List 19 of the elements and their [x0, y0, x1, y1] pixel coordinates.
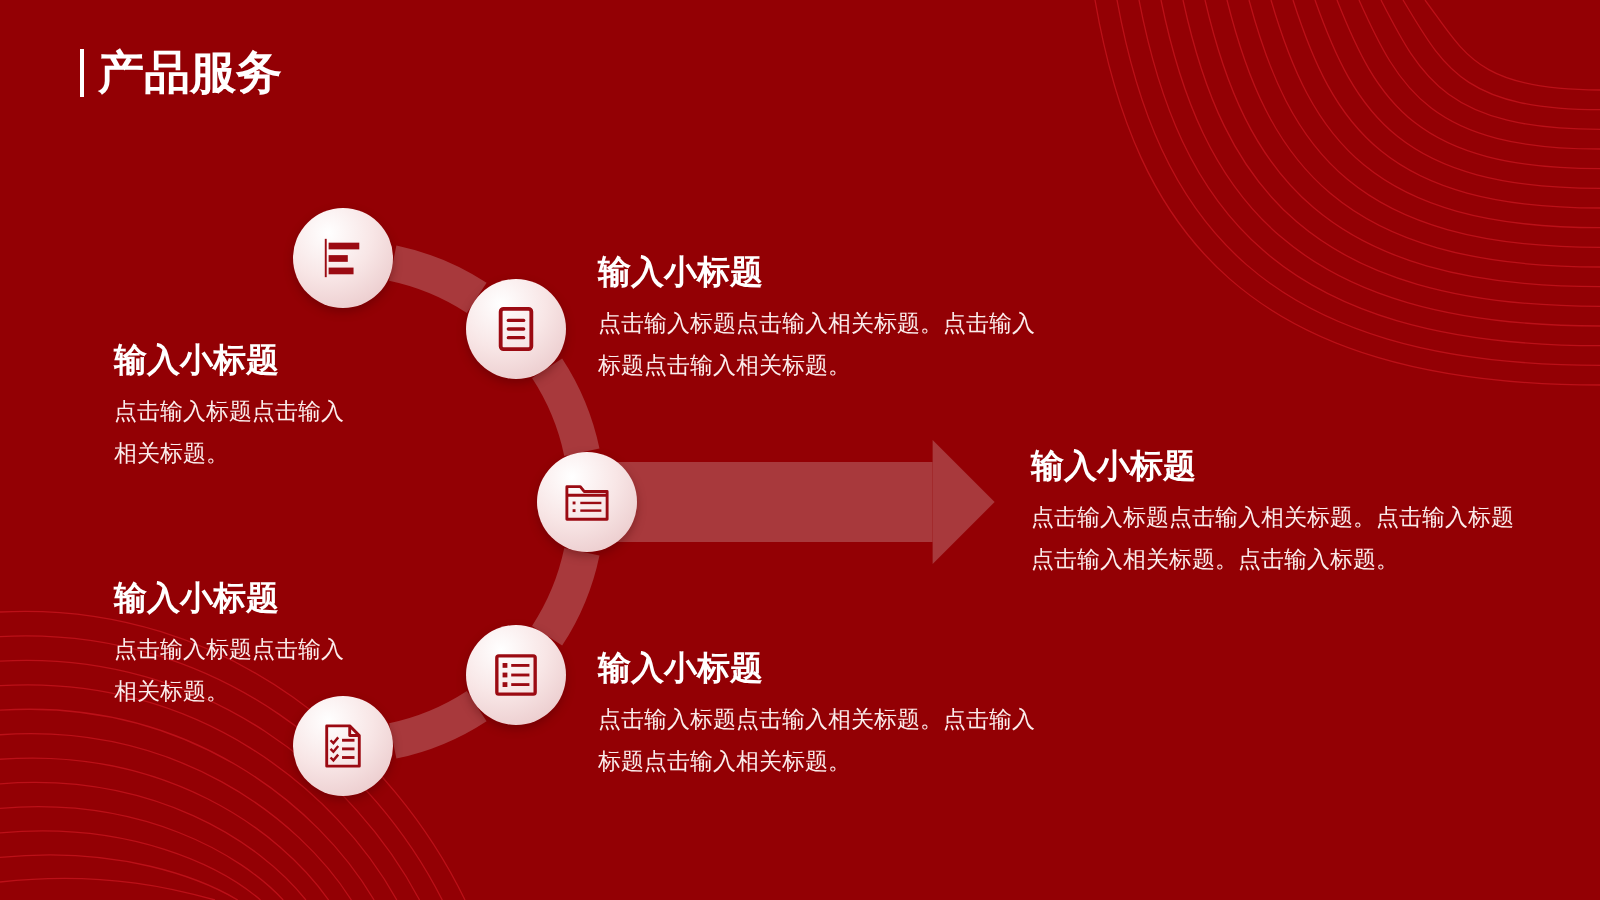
arc-band [388, 245, 486, 314]
subheading: 输入小标题 [598, 648, 763, 688]
description-text: 点击输入标题点击输入相关标题。点击输入标题点击输入相关标题。 [598, 309, 1036, 380]
description-text: 点击输入标题点击输入相关标题。点击输入标题点击输入相关标题。点击输入标题。 [1031, 503, 1515, 574]
description-text: 点击输入标题点击输入相关标题。点击输入标题点击输入相关标题。 [598, 705, 1036, 776]
subheading: 输入小标题 [1031, 446, 1196, 486]
slide-title: 产品服务 [98, 46, 282, 98]
arc-band [388, 690, 486, 759]
description-text: 点击输入标题点击输入相关标题。 [114, 635, 345, 706]
subheading: 输入小标题 [114, 578, 279, 618]
description-text: 点击输入标题点击输入相关标题。 [114, 397, 345, 468]
subheading: 输入小标题 [114, 340, 279, 380]
icon-circle [293, 696, 393, 796]
arc-band [531, 547, 600, 645]
icon-circle [537, 452, 637, 552]
icon-circle [465, 279, 566, 380]
arrow [617, 440, 995, 564]
arc-band [531, 359, 600, 457]
subheading: 输入小标题 [598, 252, 763, 292]
